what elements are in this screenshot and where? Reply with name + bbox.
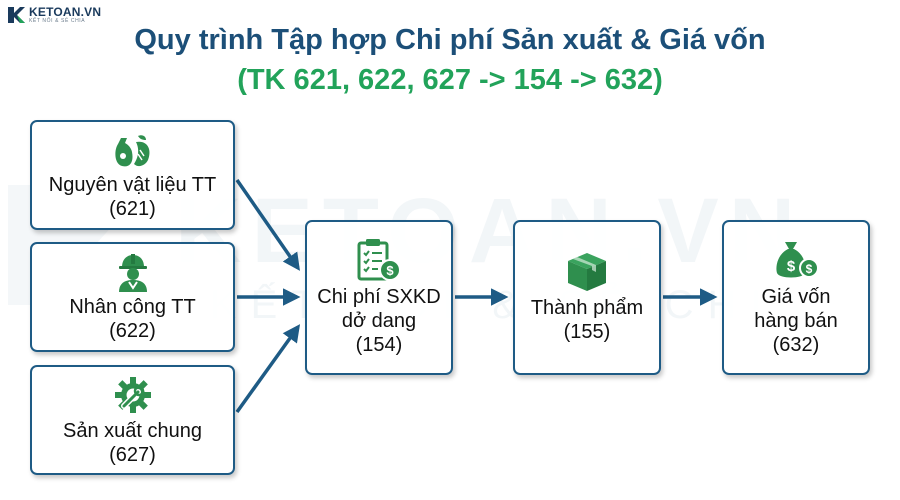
node-label-line2: hàng bán <box>754 310 838 332</box>
node-label: Thành phẩm <box>530 297 644 319</box>
logo-name: KETOAN.VN <box>29 5 102 19</box>
node-627-overhead: Sản xuất chung (627) <box>30 365 235 475</box>
node-155-finished-goods: Thành phẩm (155) <box>513 220 661 375</box>
node-code: (627) <box>109 443 156 466</box>
node-code: (622) <box>109 319 156 342</box>
node-code: (154) <box>355 334 403 356</box>
brand-logo: KETOAN.VN KẾT NỐI & SẺ CHIA <box>6 5 101 25</box>
node-label: Nguyên vật liệu TT <box>48 173 217 196</box>
node-label: Sản xuất chung <box>63 419 202 442</box>
diagram-subtitle: (TK 621, 622, 627 -> 154 -> 632) <box>237 64 663 96</box>
money-bag-icon: $ $ <box>776 242 819 278</box>
node-label-line1: Chi phí SXKD <box>317 286 441 308</box>
node-label: Nhân công TT <box>69 295 196 318</box>
node-code: (621) <box>109 197 156 220</box>
diagram-title: Quy trình Tập hợp Chi phí Sản xuất & Giá… <box>134 24 766 56</box>
node-154-wip: $ Chi phí SXKD dở dang (154) <box>305 220 453 375</box>
clipboard-coin-icon: $ <box>357 239 401 281</box>
node-label-line2: dở dang <box>341 310 417 332</box>
svg-text:$: $ <box>386 263 394 278</box>
node-622-labor: Nhân công TT (622) <box>30 242 235 352</box>
node-code: (632) <box>772 334 820 356</box>
logo-tagline: KẾT NỐI & SẺ CHIA <box>29 18 86 24</box>
worker-hardhat-icon <box>118 253 147 292</box>
node-621-raw-materials: Nguyên vật liệu TT (621) <box>30 120 235 230</box>
box-icon <box>568 253 606 291</box>
arrow-621-to-154 <box>235 179 300 271</box>
materials-bags-icon <box>114 134 149 166</box>
svg-text:$: $ <box>806 262 813 276</box>
svg-text:$: $ <box>787 258 796 275</box>
gear-wrench-icon <box>114 376 151 413</box>
node-632-cogs: $ $ Giá vốn hàng bán (632) <box>722 220 870 375</box>
ketoan-logo-icon <box>8 7 25 23</box>
arrow-627-to-154 <box>235 324 301 414</box>
node-label-line1: Giá vốn <box>761 286 831 308</box>
node-code: (155) <box>563 321 611 343</box>
